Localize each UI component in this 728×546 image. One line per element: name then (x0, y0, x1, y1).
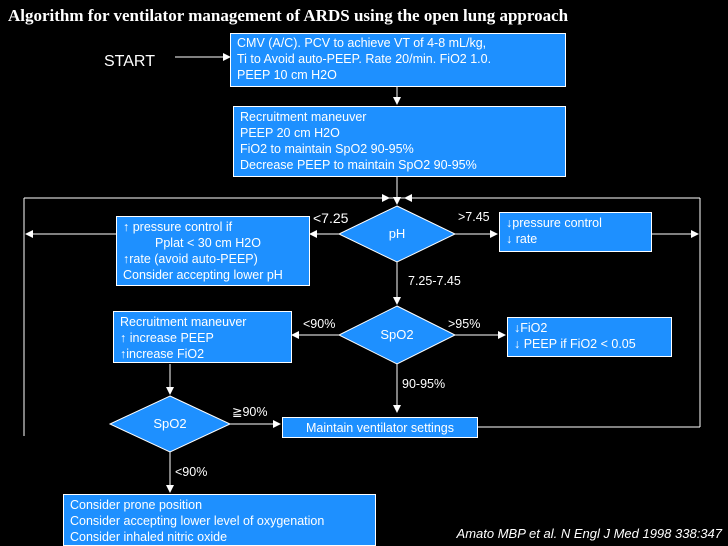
spo2-high-line-1: ↓FiO2 (514, 321, 548, 335)
final-options-box: Consider prone position Consider accepti… (63, 494, 376, 546)
spo2-low-line-3: ↑increase FiO2 (120, 347, 205, 361)
ph-low-line-3: ↑rate (avoid auto-PEEP) (123, 252, 258, 266)
recruit-line-3: FiO2 to maintain SpO2 90-95% (240, 142, 414, 156)
spo2-2-low-label: <90% (175, 465, 208, 479)
initial-settings-box: CMV (A/C). PCV to achieve VT of 4-8 mL/k… (230, 33, 566, 87)
initial-line-2: Ti to Avoid auto-PEEP. Rate 20/min. FiO2… (237, 52, 492, 66)
ph-low-line-4: Consider accepting lower pH (123, 268, 283, 282)
spo2-low-action-box: Recruitment maneuver ↑ increase PEEP ↑in… (113, 311, 292, 363)
ph-high-action-box: ↓pressure control ↓ rate (499, 212, 652, 252)
recruit-line-4: Decrease PEEP to maintain SpO2 90-95% (240, 158, 477, 172)
recruit-line-1: Recruitment maneuver (240, 110, 367, 124)
recruit-line-2: PEEP 20 cm H2O (240, 126, 340, 140)
ph-mid-label: 7.25-7.45 (408, 274, 461, 288)
citation: Amato MBP et al. N Engl J Med 1998 338:3… (456, 526, 722, 541)
final-line-2: Consider accepting lower level of oxygen… (70, 514, 325, 528)
spo2-low-line-2: ↑ increase PEEP (120, 331, 214, 345)
spo2-diamond-label: SpO2 (380, 327, 414, 342)
final-line-1: Consider prone position (70, 498, 203, 512)
initial-line-3: PEEP 10 cm H2O (237, 68, 337, 82)
spo2-low-line-1: Recruitment maneuver (120, 315, 247, 329)
spo2-mid-label: 90-95% (402, 377, 446, 391)
spo2-low-label: <90% (303, 317, 336, 331)
ph-low-label: <7.25 (313, 210, 349, 226)
maintain-label: Maintain ventilator settings (306, 421, 454, 435)
maintain-settings-box: Maintain ventilator settings (282, 417, 478, 438)
final-line-3: Consider inhaled nitric oxide (70, 530, 228, 544)
ph-low-line-2: Pplat < 30 cm H2O (155, 236, 261, 250)
ph-high-line-1: ↓pressure control (506, 216, 602, 230)
initial-line-1: CMV (A/C). PCV to achieve VT of 4-8 mL/k… (237, 36, 487, 50)
ph-high-label: >7.45 (458, 210, 490, 224)
spo2-high-action-box: ↓FiO2 ↓ PEEP if FiO2 < 0.05 (507, 317, 672, 357)
spo2-high-label: >95% (448, 317, 481, 331)
ph-diamond-label: pH (388, 226, 406, 241)
ph-low-line-1: ↑ pressure control if (123, 220, 233, 234)
start-label: START (104, 53, 155, 70)
spo2-high-line-2: ↓ PEEP if FiO2 < 0.05 (514, 337, 636, 351)
ph-high-line-2: ↓ rate (506, 232, 538, 246)
page-title: Algorithm for ventilator management of A… (8, 6, 569, 25)
recruitment-box: Recruitment maneuver PEEP 20 cm H2O FiO2… (233, 106, 566, 177)
spo2-2-ok-label: ≧90% (232, 405, 268, 419)
ph-low-action-box: ↑ pressure control if Pplat < 30 cm H2O … (116, 216, 310, 286)
spo2-2-diamond-label: SpO2 (153, 416, 187, 431)
